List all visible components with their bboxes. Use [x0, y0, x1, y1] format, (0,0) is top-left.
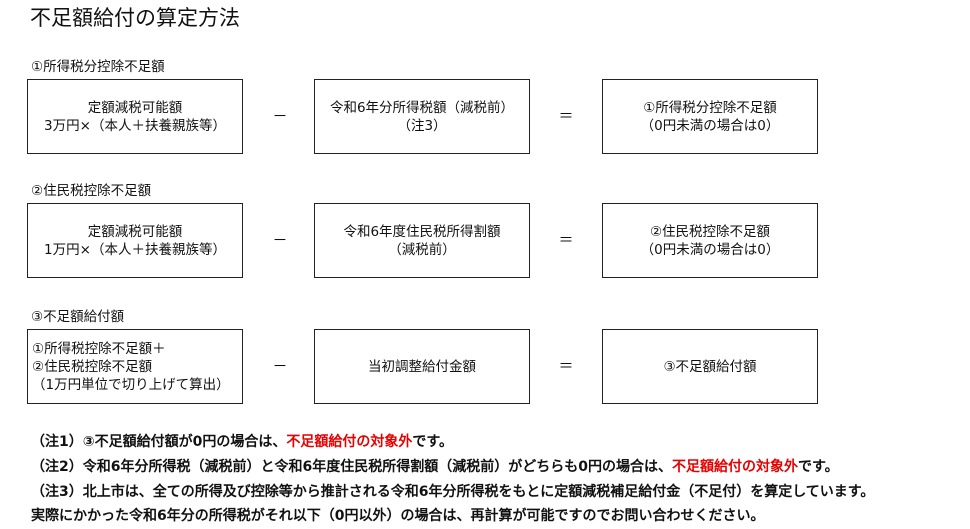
- box-line: 令和6年度住民税所得割額: [343, 223, 501, 240]
- section-1-box-income-tax: 令和6年分所得税額（減税前） （注3）: [314, 79, 530, 154]
- note-1: （注1）③不足額給付額が0円の場合は、不足額給付の対象外です。: [31, 432, 453, 452]
- box-line: ①所得税控除不足額＋: [32, 340, 166, 357]
- note-text: です。: [797, 459, 839, 475]
- note-4: 実際にかかった令和6年分の所得税がそれ以下（0円以外）の場合は、再計算が可能です…: [31, 508, 765, 524]
- note-text: （注1）③不足額給付額が0円の場合は、: [31, 434, 287, 450]
- box-line: （減税前）: [388, 241, 456, 258]
- section-1-label: ①所得税分控除不足額: [31, 59, 165, 75]
- box-line: 当初調整給付金額: [368, 358, 476, 375]
- section-2-box-deduction-limit: 定額減税可能額 1万円×（本人＋扶養親族等）: [27, 203, 243, 278]
- box-line: ③不足額給付額: [663, 358, 757, 375]
- box-line: 定額減税可能額: [87, 223, 183, 240]
- section-2-label: ②住民税控除不足額: [31, 183, 152, 199]
- box-line: ②住民税控除不足額: [649, 223, 771, 240]
- section-3-box-initial-benefit: 当初調整給付金額: [314, 329, 530, 404]
- box-line: （1万円単位で切り上げて算出）: [32, 376, 230, 393]
- section-1-box-deduction-limit: 定額減税可能額 3万円×（本人＋扶養親族等）: [27, 79, 243, 154]
- minus-operator: －: [272, 231, 288, 249]
- note-2: （注2）令和6年分所得税（減税前）と令和6年度住民税所得割額（減税前）がどちらも…: [31, 457, 839, 477]
- box-line: （0円未満の場合は0）: [640, 117, 780, 134]
- section-3-box-result: ③不足額給付額: [602, 329, 818, 404]
- note-text: （注2）令和6年分所得税（減税前）と令和6年度住民税所得割額（減税前）がどちらも…: [31, 459, 672, 475]
- section-2-box-resident-tax: 令和6年度住民税所得割額 （減税前）: [314, 203, 530, 278]
- note-emphasis: 不足額給付の対象外: [671, 459, 798, 475]
- box-line: （注3）: [397, 117, 447, 134]
- section-2-box-result: ②住民税控除不足額 （0円未満の場合は0）: [602, 203, 818, 278]
- page-title: 不足額給付の算定方法: [30, 6, 240, 30]
- minus-operator: －: [272, 357, 288, 375]
- box-line: 定額減税可能額: [87, 99, 183, 116]
- section-3-label: ③不足額給付額: [31, 309, 125, 325]
- equals-operator: ＝: [558, 107, 574, 125]
- equals-operator: ＝: [558, 357, 574, 375]
- minus-operator: －: [272, 107, 288, 125]
- box-line: （0円未満の場合は0）: [640, 241, 780, 258]
- note-emphasis: 不足額給付の対象外: [286, 434, 413, 450]
- box-line: 3万円×（本人＋扶養親族等）: [44, 117, 226, 134]
- box-line: 令和6年分所得税額（減税前）: [329, 99, 515, 116]
- section-1-box-result: ①所得税分控除不足額 （0円未満の場合は0）: [602, 79, 818, 154]
- box-line: ①所得税分控除不足額: [643, 99, 777, 116]
- box-line: ②住民税控除不足額: [32, 358, 153, 375]
- box-line: 1万円×（本人＋扶養親族等）: [44, 241, 226, 258]
- equals-operator: ＝: [558, 231, 574, 249]
- note-text: です。: [412, 434, 453, 450]
- note-3: （注3）北上市は、全ての所得及び控除等から推計される令和6年分所得税をもとに定額…: [31, 484, 875, 500]
- section-3-box-sum: ①所得税控除不足額＋ ②住民税控除不足額 （1万円単位で切り上げて算出）: [27, 329, 243, 404]
